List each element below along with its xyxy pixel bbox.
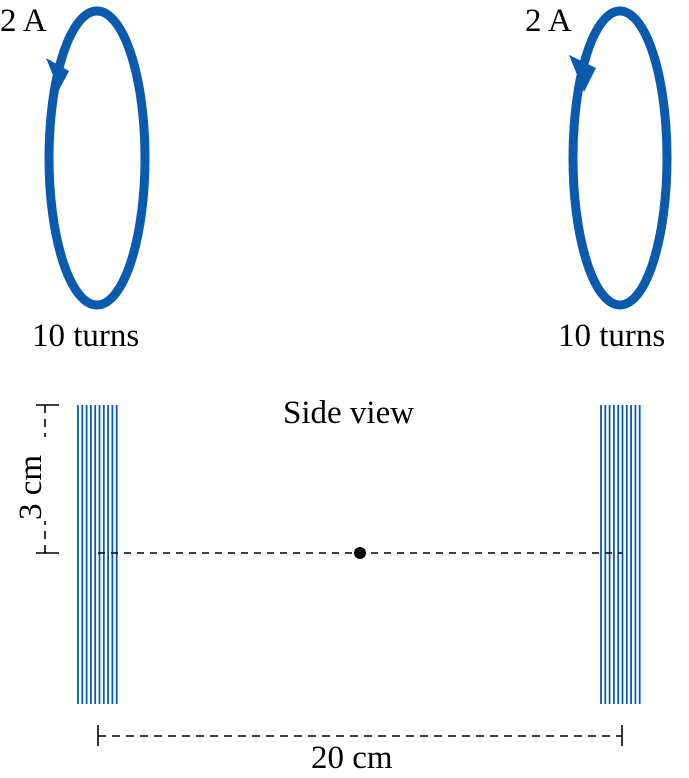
left-coil: 2 A 10 turns xyxy=(0,3,150,354)
right-coil: 2 A 10 turns xyxy=(525,3,672,354)
right-coil-loop xyxy=(568,6,672,310)
right-coil-windings xyxy=(600,405,641,704)
midpoint-dot xyxy=(354,547,366,559)
right-coil-turns-label: 10 turns xyxy=(558,318,665,354)
left-coil-turns-label: 10 turns xyxy=(32,318,139,354)
left-coil-loop xyxy=(44,6,150,310)
separation-label: 20 cm xyxy=(311,740,393,776)
radius-label: 3 cm xyxy=(13,455,49,520)
left-current-arrow-icon xyxy=(46,58,69,90)
side-view: Side view 3 cm 20 cm xyxy=(13,395,641,776)
right-coil-current-label: 2 A xyxy=(525,3,572,39)
side-view-title: Side view xyxy=(283,395,414,431)
radius-dimension: 3 cm xyxy=(13,404,59,554)
radius-label-mask xyxy=(16,437,46,521)
left-coil-windings xyxy=(77,405,118,704)
separation-dimension: 20 cm xyxy=(97,725,623,776)
left-coil-current-label: 2 A xyxy=(0,3,47,39)
right-current-arrow-icon xyxy=(569,55,596,92)
